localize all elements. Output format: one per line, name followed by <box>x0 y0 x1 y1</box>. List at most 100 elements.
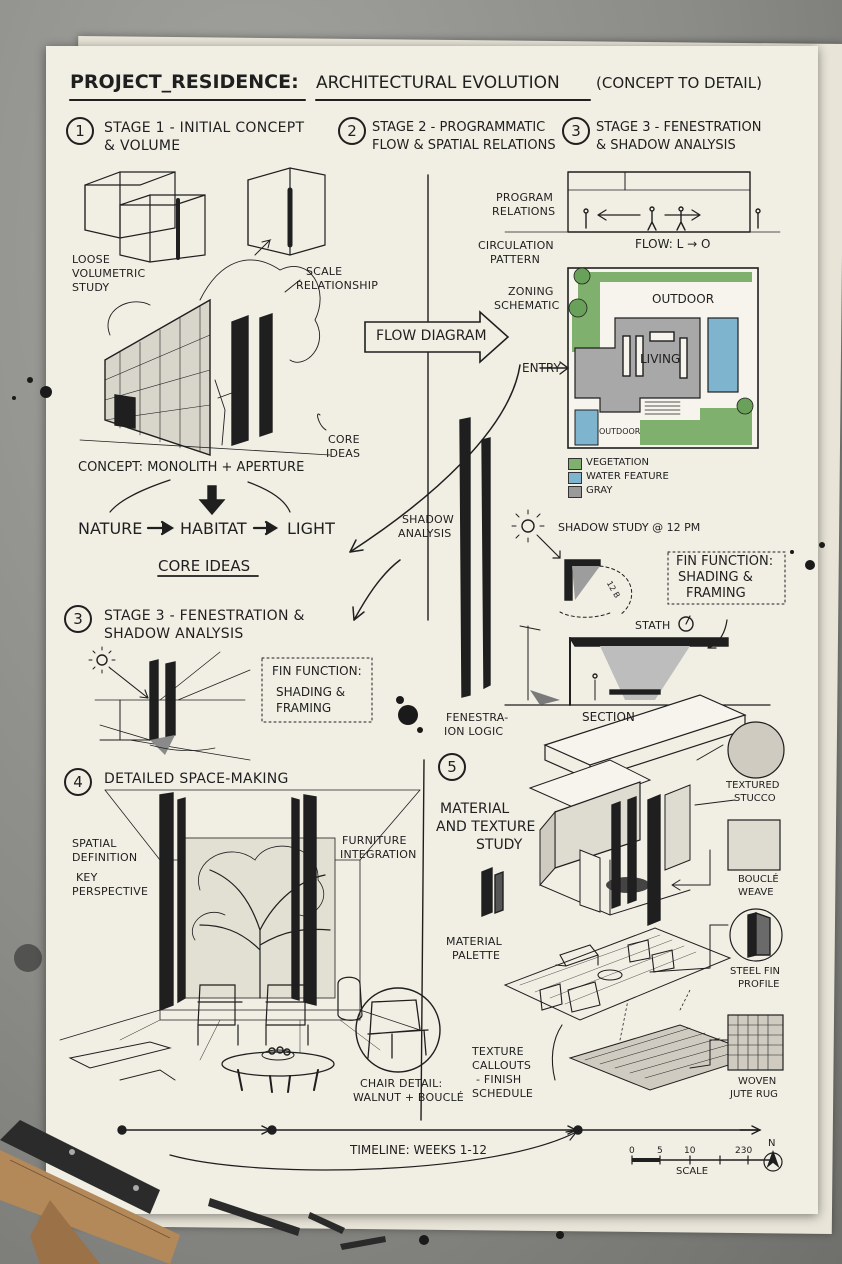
wireframe-volumes <box>84 167 326 263</box>
stage-3b-title-line-2: SHADOW ANALYSIS <box>104 626 244 642</box>
label-zoning: ZONING <box>508 285 554 298</box>
material-heading-2: AND TEXTURE <box>436 819 536 835</box>
stage-1-title-line-1: STAGE 1 - INITIAL CONCEPT <box>104 120 305 136</box>
fin-function-heading-b: FIN FUNCTION: <box>272 664 362 678</box>
fin-framing-b: FRAMING <box>276 701 332 715</box>
fin-shading: SHADING & <box>678 570 753 585</box>
label-shadow: SHADOW <box>402 513 454 526</box>
core-ideas-heading: CORE IDEAS <box>158 557 251 575</box>
word-habitat: HABITAT <box>180 519 247 538</box>
title-part-2: ARCHITECTURAL EVOLUTION <box>316 73 560 93</box>
label-fenestration: FENESTRA- <box>446 711 509 724</box>
flow-diagram-label: FLOW DIAGRAM <box>376 328 487 344</box>
floor-plan <box>539 267 759 449</box>
fin-function-heading: FIN FUNCTION: <box>676 554 774 569</box>
monolith-sketch <box>79 239 331 456</box>
label-key: KEY <box>76 871 98 884</box>
stage-3-title-line-2: & SHADOW ANALYSIS <box>596 138 736 153</box>
label-material-palette-1: MATERIAL <box>446 935 502 948</box>
legend-water: WATER FEATURE <box>586 471 669 482</box>
swatch-stucco-2: STUCCO <box>734 793 776 804</box>
timeline-label: TIMELINE: WEEKS 1-12 <box>350 1143 488 1157</box>
fin-shading-b: SHADING & <box>276 685 346 699</box>
label-volumetric: VOLUMETRIC <box>72 267 146 280</box>
north-arrow-label: N <box>768 1138 776 1149</box>
label-program: PROGRAM <box>496 191 554 204</box>
legend-gray: GRAY <box>586 485 613 496</box>
pencils <box>208 1198 386 1250</box>
label-analysis: ANALYSIS <box>398 527 452 540</box>
ink-splatter <box>12 377 825 1245</box>
word-nature: NATURE <box>78 519 143 538</box>
fin-framing: FRAMING <box>686 586 746 601</box>
stage-3b-title-line-1: STAGE 3 - FENESTRATION & <box>104 608 305 624</box>
material-heading-1: MATERIAL <box>440 801 510 817</box>
stage-3b-number: 3 <box>64 605 92 633</box>
label-schedule: SCHEDULE <box>472 1087 534 1100</box>
label-walnut-boucle: WALNUT + BOUCLÉ <box>353 1091 464 1104</box>
title-part-1: PROJECT_RESIDENCE: <box>70 71 299 93</box>
label-texture: TEXTURE <box>472 1045 524 1058</box>
stage-4-title: DETAILED SPACE-MAKING <box>104 771 289 787</box>
material-heading-3: STUDY <box>476 837 523 853</box>
shadow-study-label: SHADOW STUDY @ 12 PM <box>558 521 701 534</box>
label-definition: DEFINITION <box>72 851 138 864</box>
label-spatial: SPATIAL <box>72 837 117 850</box>
exploded-axonometric <box>481 694 762 1091</box>
scale-tick-5: 5 <box>657 1146 663 1156</box>
flow-l-to-o: FLOW: L → O <box>635 237 711 251</box>
section-sketch-top <box>504 171 781 233</box>
label-scale: SCALE <box>306 265 343 278</box>
legend-swatch-vegetation <box>568 458 582 470</box>
label-callouts: CALLOUTS <box>472 1059 532 1072</box>
plan-living: LIVING <box>640 352 681 366</box>
label-circulation: CIRCULATION <box>478 239 554 252</box>
title-part-3: (CONCEPT TO DETAIL) <box>596 74 762 92</box>
label-relations: RELATIONS <box>492 205 556 218</box>
label-finish: - FINISH <box>476 1073 522 1086</box>
label-relationship: RELATIONSHIP <box>296 279 379 292</box>
label-pattern: PATTERN <box>490 253 541 266</box>
stage-1-number: 1 <box>66 117 94 145</box>
stage-5-number: 5 <box>438 753 466 781</box>
scale-tick-0: 0 <box>629 1146 635 1156</box>
scale-word: SCALE <box>676 1166 709 1177</box>
legend-swatch-gray <box>568 486 582 498</box>
label-material-palette-2: PALETTE <box>452 949 501 962</box>
concept-statement: CONCEPT: MONOLITH + APERTURE <box>78 460 305 475</box>
stage-3-title-line-1: STAGE 3 - FENESTRATION <box>596 120 762 135</box>
shadow-study-sketch <box>504 509 786 706</box>
swatch-rug-2: JUTE RUG <box>730 1089 778 1100</box>
stage-2-title-line-2: FLOW & SPATIAL RELATIONS <box>372 138 556 153</box>
label-core: CORE <box>328 433 360 446</box>
legend-vegetation: VEGETATION <box>586 457 650 468</box>
scale-tick-230: 230 <box>735 1146 753 1156</box>
plan-outdoor: OUTDOOR <box>652 292 715 306</box>
stage-1-title-line-2: & VOLUME <box>104 138 181 154</box>
stage-4-number: 4 <box>64 768 92 796</box>
plan-outdoor-small: OUTDOOR <box>599 427 641 436</box>
label-ion-logic: ION LOGIC <box>444 725 504 738</box>
plan-entry: ENTRY <box>522 361 561 375</box>
ruler-and-triangle <box>0 1120 180 1264</box>
word-light: LIGHT <box>287 519 335 538</box>
swatch-stucco-1: TEXTURED <box>726 780 780 791</box>
stage-2-number: 2 <box>338 117 366 145</box>
stage-2-title-line-1: STAGE 2 - PROGRAMMATIC <box>372 120 546 135</box>
label-schematic: SCHEMATIC <box>494 299 560 312</box>
swatch-rug-1: WOVEN <box>738 1076 777 1087</box>
label-study: STUDY <box>72 281 110 294</box>
stage-3-number: 3 <box>562 117 590 145</box>
label-furniture: FURNITURE <box>342 834 407 847</box>
label-loose: LOOSE <box>72 253 110 266</box>
label-chair-detail: CHAIR DETAIL: <box>360 1077 443 1090</box>
label-perspective: PERSPECTIVE <box>72 885 149 898</box>
fin-shadow-diagram <box>88 646 251 761</box>
legend-swatch-water <box>568 472 582 484</box>
label-integration: INTEGRATION <box>340 848 417 861</box>
label-ideas: IDEAS <box>326 447 361 460</box>
label-stath: STATH <box>635 619 671 632</box>
interior-perspective <box>59 789 441 1093</box>
section-label: SECTION <box>582 710 635 724</box>
